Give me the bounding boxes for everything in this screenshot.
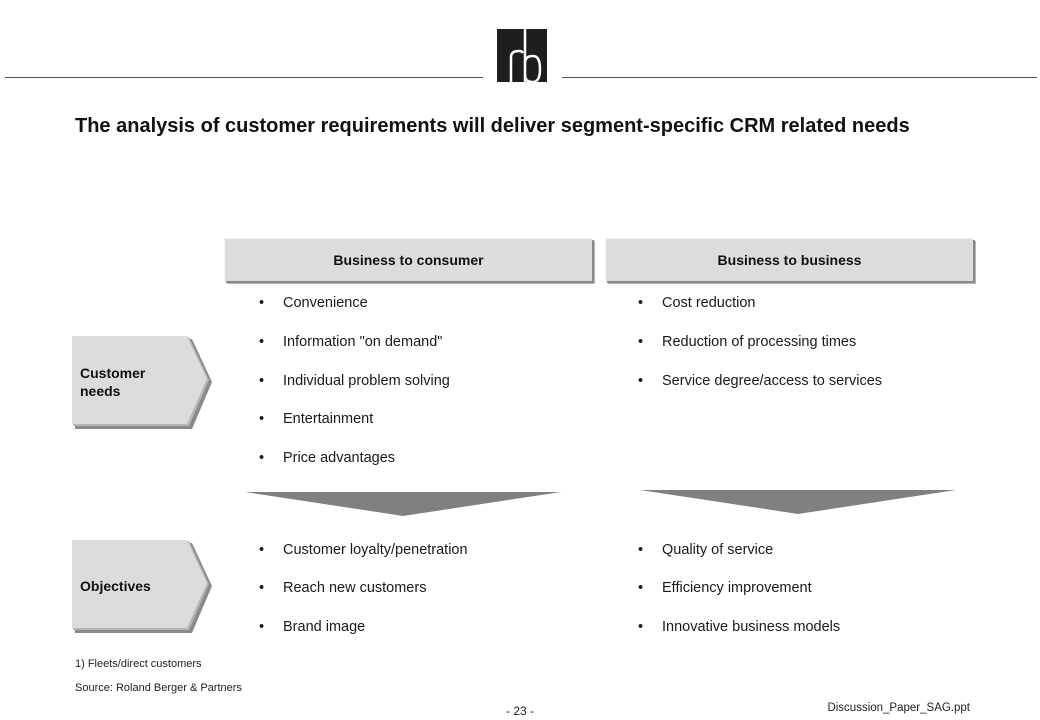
file-name: Discussion_Paper_SAG.ppt (827, 702, 970, 714)
row-label-customer-needs: Customer needs (80, 365, 146, 399)
list-item: Information "on demand" (259, 334, 442, 350)
list-item: Brand image (259, 619, 365, 635)
list-item: Entertainment (259, 411, 373, 427)
column-header-b2c-label: Business to consumer (333, 252, 484, 268)
list-item: Efficiency improvement (638, 580, 812, 596)
list-item: Reduction of processing times (638, 334, 856, 350)
list-item: Service degree/access to services (638, 373, 882, 389)
list-item: Cost reduction (638, 295, 755, 311)
logo (495, 27, 549, 84)
page-title: The analysis of customer requirements wi… (75, 115, 910, 137)
objectives-chevron (72, 540, 212, 633)
list-item: Innovative business models (638, 619, 840, 635)
list-item: Convenience (259, 295, 368, 311)
column-header-b2c: Business to consumer (224, 238, 592, 281)
footnote: 1) Fleets/direct customers (75, 658, 202, 670)
list-item: Individual problem solving (259, 373, 450, 389)
header-rule-left (5, 77, 483, 78)
b2c-down-arrow (245, 492, 561, 516)
list-item: Price advantages (259, 450, 395, 466)
page-number: - 23 - (505, 704, 534, 718)
row-label-objectives: Objectives (80, 578, 151, 594)
column-header-b2b-label: Business to business (717, 252, 862, 268)
list-item: Quality of service (638, 542, 773, 558)
customer-needs-chevron (72, 336, 212, 429)
list-item: Reach new customers (259, 580, 427, 596)
source-note: Source: Roland Berger & Partners (75, 682, 242, 694)
header-rule-right (562, 77, 1037, 78)
list-item: Customer loyalty/penetration (259, 542, 468, 558)
b2b-down-arrow (640, 490, 956, 514)
column-header-b2b: Business to business (605, 238, 973, 281)
